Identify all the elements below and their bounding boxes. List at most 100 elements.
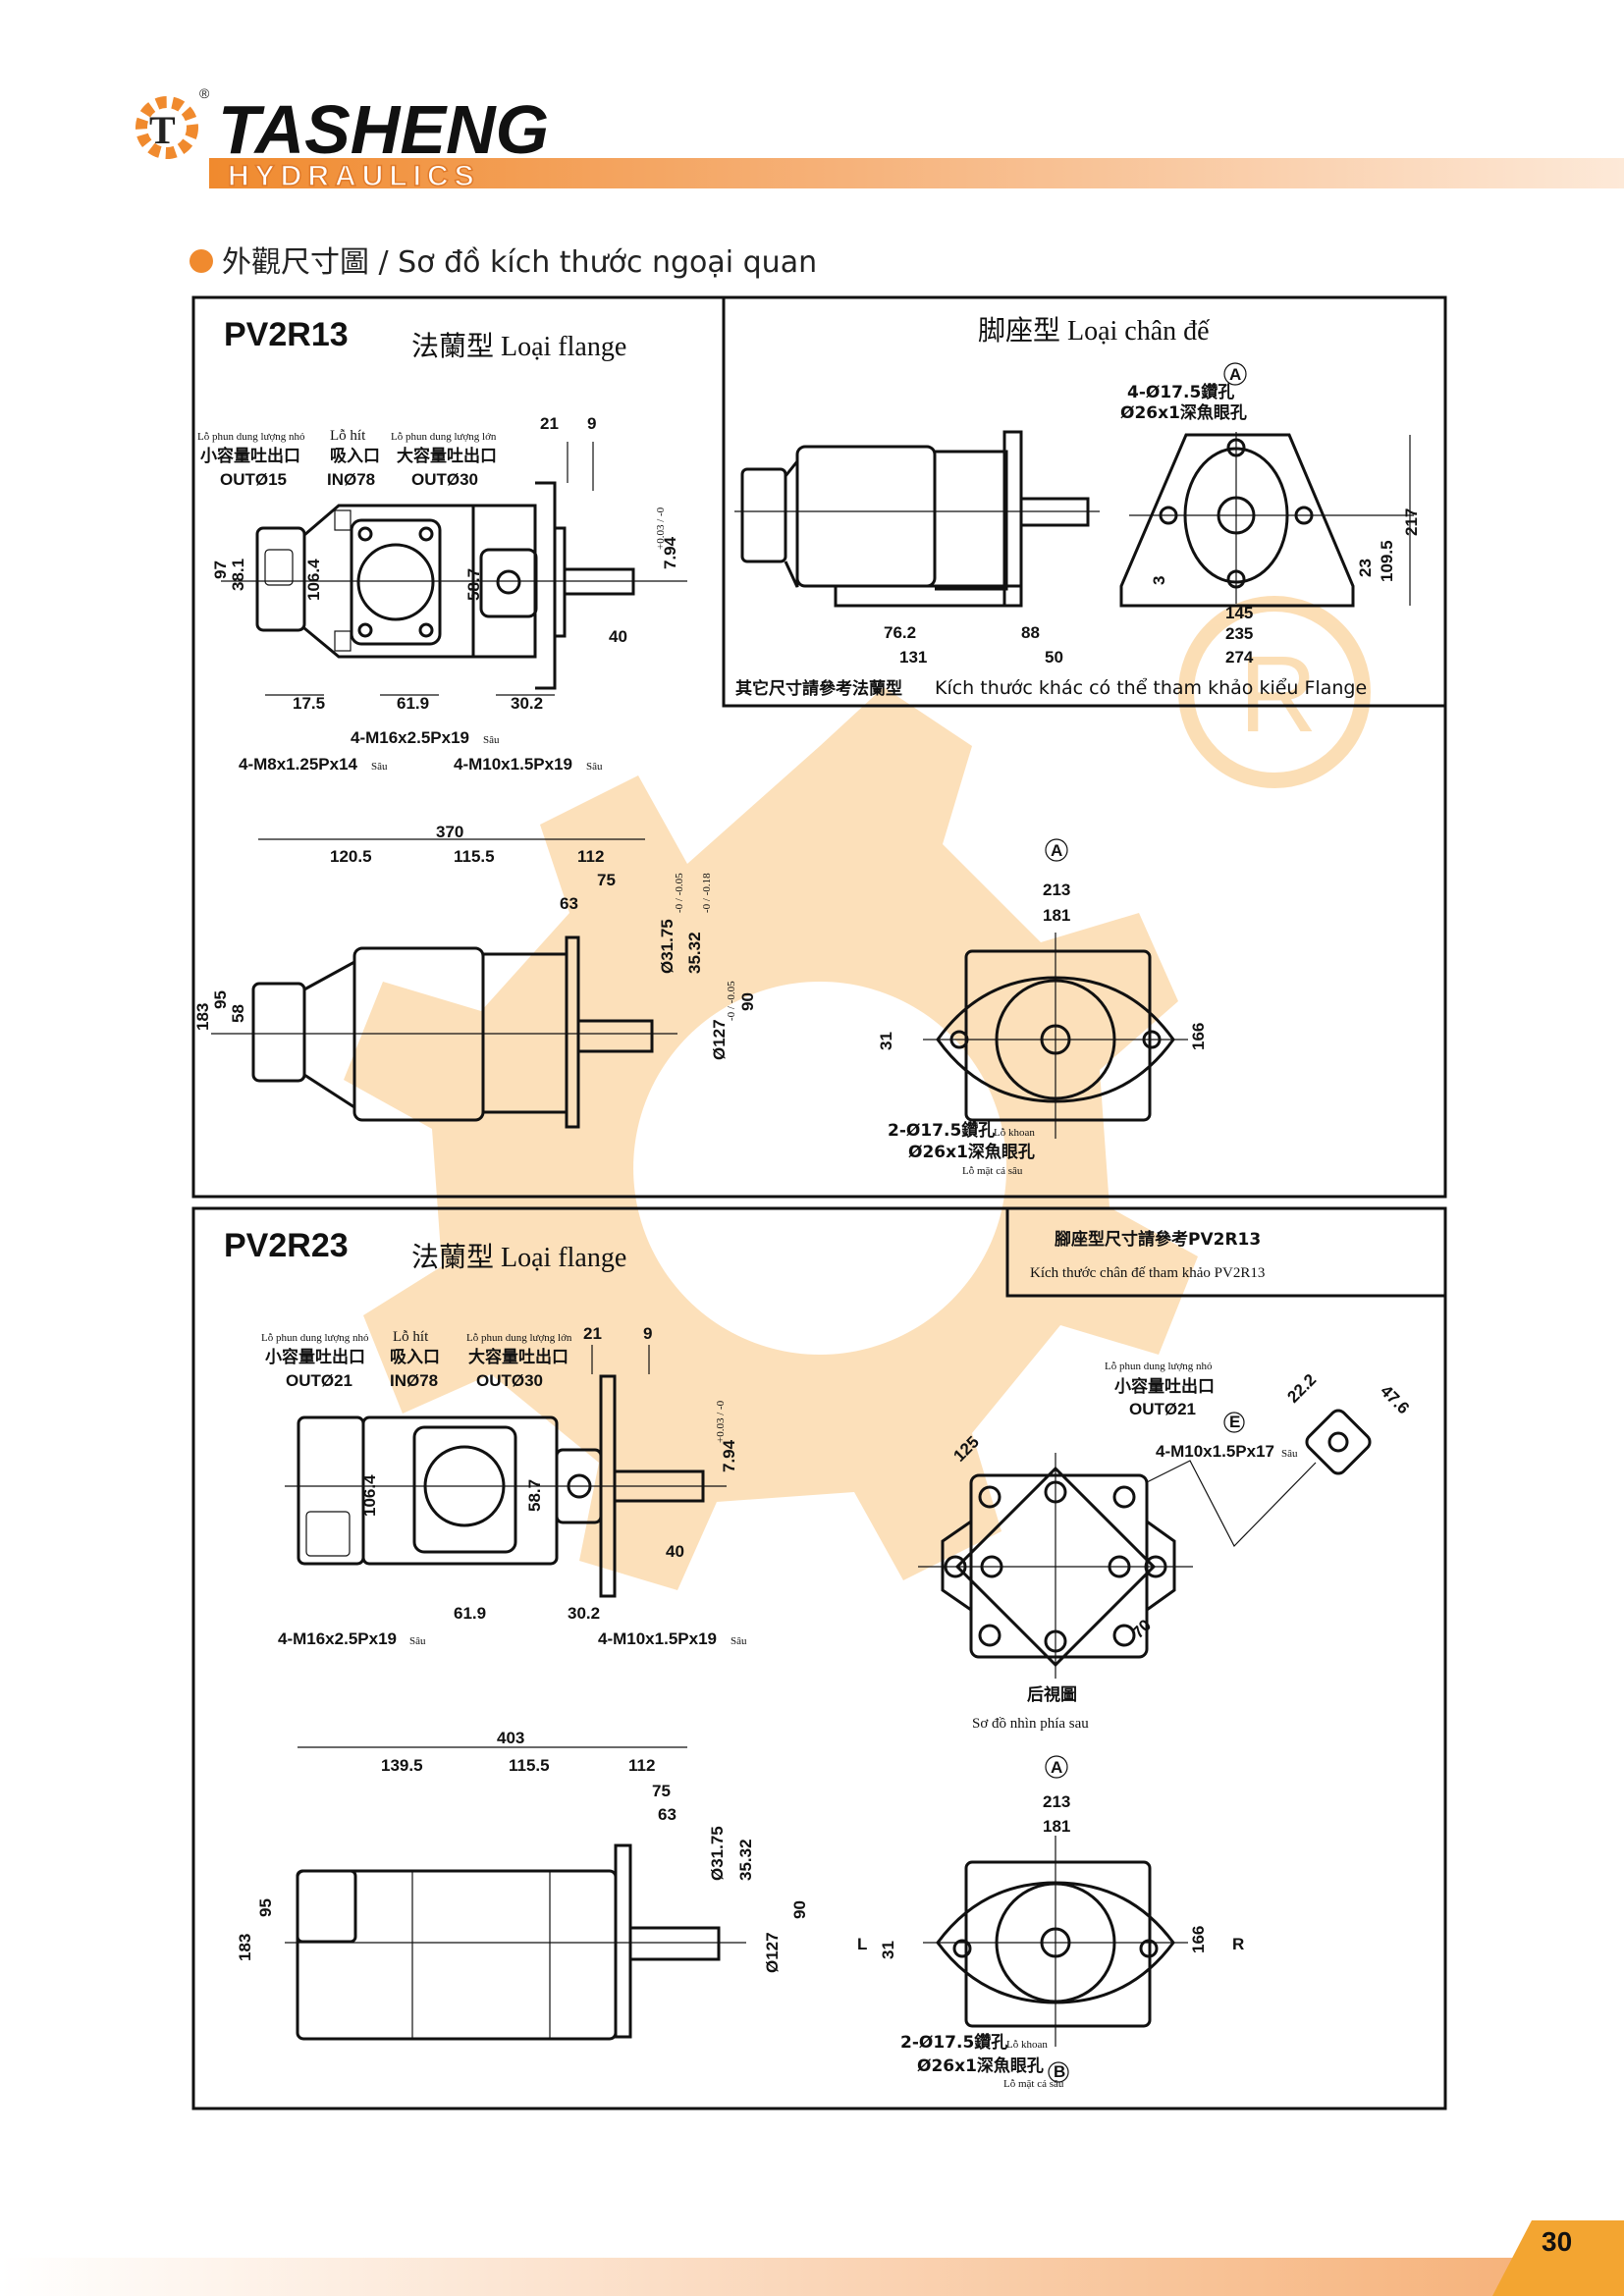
- svg-text:50: 50: [1045, 648, 1063, 667]
- svg-text:Lỗ khoan: Lỗ khoan: [1006, 2039, 1048, 2051]
- reference-note-box: [1005, 1208, 1445, 1298]
- svg-text:21: 21: [540, 414, 559, 433]
- brand-logo: T ® TASHENG: [135, 85, 549, 168]
- svg-text:INØ78: INØ78: [390, 1371, 438, 1390]
- svg-text:75: 75: [652, 1782, 671, 1800]
- svg-text:106.4: 106.4: [360, 1474, 379, 1517]
- pv2r23-frame: [191, 1206, 1447, 2110]
- svg-text:40: 40: [666, 1542, 684, 1561]
- pv2r23-port-labels: Lỗ phun dung lượng nhỏ 小容量吐出口 OUTØ21 Lỗ …: [261, 1329, 572, 1390]
- pv2r13-frame: [191, 295, 1447, 1199]
- svg-text:2-Ø17.5鑽孔: 2-Ø17.5鑽孔: [900, 2032, 1007, 2053]
- registered-mark: ®: [199, 85, 210, 101]
- svg-text:-0 / -0.05: -0 / -0.05: [726, 981, 737, 1021]
- svg-text:139.5: 139.5: [381, 1756, 423, 1775]
- svg-text:90: 90: [738, 992, 757, 1011]
- pv2r23-side-dimensions: 403 139.5 115.5 112 75 63 Ø31.75 35.32 Ø…: [236, 1729, 809, 1973]
- svg-text:31: 31: [877, 1032, 895, 1050]
- svg-text:35.32: 35.32: [736, 1839, 755, 1881]
- svg-text:Lỗ phun dung lượng nhỏ: Lỗ phun dung lượng nhỏ: [1105, 1361, 1213, 1372]
- svg-text:274: 274: [1225, 648, 1254, 667]
- svg-text:58: 58: [229, 1004, 247, 1023]
- svg-text:Lỗ phun dung lượng nhỏ: Lỗ phun dung lượng nhỏ: [197, 431, 305, 443]
- pv2r13-foot-side-view: [734, 430, 1100, 608]
- svg-text:4-M10x1.5Px17: 4-M10x1.5Px17: [1156, 1442, 1274, 1461]
- svg-text:吸入口: 吸入口: [390, 1348, 440, 1367]
- svg-text:A: A: [1051, 1758, 1062, 1777]
- svg-text:4-M8x1.25Px14: 4-M8x1.25Px14: [239, 755, 358, 774]
- svg-text:183: 183: [193, 1003, 212, 1031]
- pv2r23-rear-view: [918, 1409, 1372, 1679]
- svg-text:76.2: 76.2: [884, 623, 916, 642]
- svg-text:R: R: [1232, 1935, 1244, 1953]
- svg-text:9: 9: [587, 414, 596, 433]
- svg-text:大容量吐出口: 大容量吐出口: [397, 446, 497, 466]
- svg-text:183: 183: [236, 1934, 254, 1961]
- svg-text:Lỗ khoan: Lỗ khoan: [994, 1127, 1035, 1139]
- svg-text:58.7: 58.7: [464, 568, 483, 601]
- svg-text:A: A: [1229, 365, 1241, 384]
- pv2r13-front-view: [923, 933, 1188, 1139]
- svg-text:17.5: 17.5: [293, 694, 325, 713]
- svg-text:61.9: 61.9: [454, 1604, 486, 1623]
- model-title: PV2R13: [224, 316, 349, 353]
- flange-type-title: 法蘭型 Loại flange: [411, 1242, 626, 1273]
- svg-text:4-M10x1.5Px19: 4-M10x1.5Px19: [454, 755, 572, 774]
- svg-text:OUTØ15: OUTØ15: [220, 470, 287, 489]
- svg-text:40: 40: [609, 627, 627, 646]
- svg-text:63: 63: [560, 894, 578, 913]
- svg-text:Sâu: Sâu: [586, 761, 603, 773]
- foot-type-title: 脚座型 Loại chân đế: [978, 315, 1211, 347]
- pv2r23-rear-dimensions: 125 70 22.2 47.6 Lỗ phun dung lượng nhỏ …: [949, 1361, 1413, 1732]
- svg-text:90: 90: [790, 1900, 809, 1919]
- brand-name: TASHENG: [218, 91, 549, 168]
- reference-note-cn: 腳座型尺寸請參考PV2R13: [1055, 1229, 1261, 1250]
- svg-text:58.7: 58.7: [525, 1479, 544, 1512]
- svg-text:Ø127: Ø127: [710, 1019, 729, 1060]
- pv2r13-flange-view: [221, 442, 687, 690]
- svg-text:115.5: 115.5: [454, 847, 495, 866]
- svg-text:112: 112: [577, 847, 604, 866]
- svg-text:-0 / -0.05: -0 / -0.05: [674, 873, 685, 913]
- model-title: PV2R23: [224, 1227, 349, 1264]
- svg-text:7.94: 7.94: [661, 536, 679, 569]
- svg-text:30.2: 30.2: [511, 694, 543, 713]
- view-a-marker: [1223, 362, 1247, 386]
- svg-text:23: 23: [1356, 559, 1375, 577]
- svg-text:后視圖: 后視圖: [1027, 1684, 1077, 1705]
- svg-text:31: 31: [879, 1941, 897, 1959]
- svg-text:47.6: 47.6: [1377, 1381, 1413, 1417]
- svg-text:4-Ø17.5鑽孔: 4-Ø17.5鑽孔: [1127, 382, 1234, 402]
- svg-text:235: 235: [1225, 624, 1253, 643]
- brand-subtitle: HYDRAULICS: [228, 160, 480, 192]
- svg-text:E: E: [1229, 1413, 1240, 1431]
- svg-text:95: 95: [211, 990, 230, 1009]
- svg-text:Ø31.75: Ø31.75: [708, 1826, 727, 1881]
- svg-text:-0 / -0.18: -0 / -0.18: [701, 873, 713, 913]
- svg-text:166: 166: [1189, 1023, 1208, 1050]
- page-number-tab: [1492, 2220, 1624, 2296]
- pv2r13-front-dimensions: A 213 181 166 31 2-Ø17.5鑽孔 Lỗ khoan Ø26x…: [877, 838, 1208, 1177]
- svg-text:Lỗ hít: Lỗ hít: [330, 428, 366, 444]
- svg-text:Lỗ phun dung lượng lớn: Lỗ phun dung lượng lớn: [391, 431, 497, 443]
- svg-text:小容量吐出口: 小容量吐出口: [1114, 1376, 1215, 1397]
- pv2r13-side-view: [211, 838, 677, 1129]
- svg-text:4-M10x1.5Px19: 4-M10x1.5Px19: [598, 1629, 717, 1648]
- svg-text:OUTØ21: OUTØ21: [1129, 1400, 1196, 1418]
- svg-text:Ø26x1深魚眼孔: Ø26x1深魚眼孔: [1120, 402, 1247, 423]
- svg-text:Sâu: Sâu: [1281, 1448, 1298, 1460]
- svg-text:403: 403: [497, 1729, 524, 1747]
- svg-text:61.9: 61.9: [397, 694, 429, 713]
- foot-subframe: [722, 297, 1445, 708]
- svg-text:131: 131: [899, 648, 927, 667]
- svg-text:小容量吐出口: 小容量吐出口: [200, 446, 300, 466]
- pv2r13-side-dimensions: 370 120.5 115.5 112 75 63 Ø31.75 -0 / -0…: [193, 823, 757, 1060]
- svg-text:120.5: 120.5: [330, 847, 372, 866]
- pv2r13-foot-dimensions: A 4-Ø17.5鑽孔 Ø26x1深魚眼孔 76.2 88 131 50 217…: [735, 362, 1421, 699]
- svg-text:Ø26x1深魚眼孔: Ø26x1深魚眼孔: [908, 1142, 1035, 1162]
- svg-text:95: 95: [256, 1898, 275, 1917]
- svg-text:Lỗ mặt cá sâu: Lỗ mặt cá sâu: [1003, 2078, 1064, 2090]
- svg-text:B: B: [1054, 2062, 1065, 2081]
- svg-text:A: A: [1051, 841, 1062, 860]
- svg-text:106.4: 106.4: [304, 559, 323, 601]
